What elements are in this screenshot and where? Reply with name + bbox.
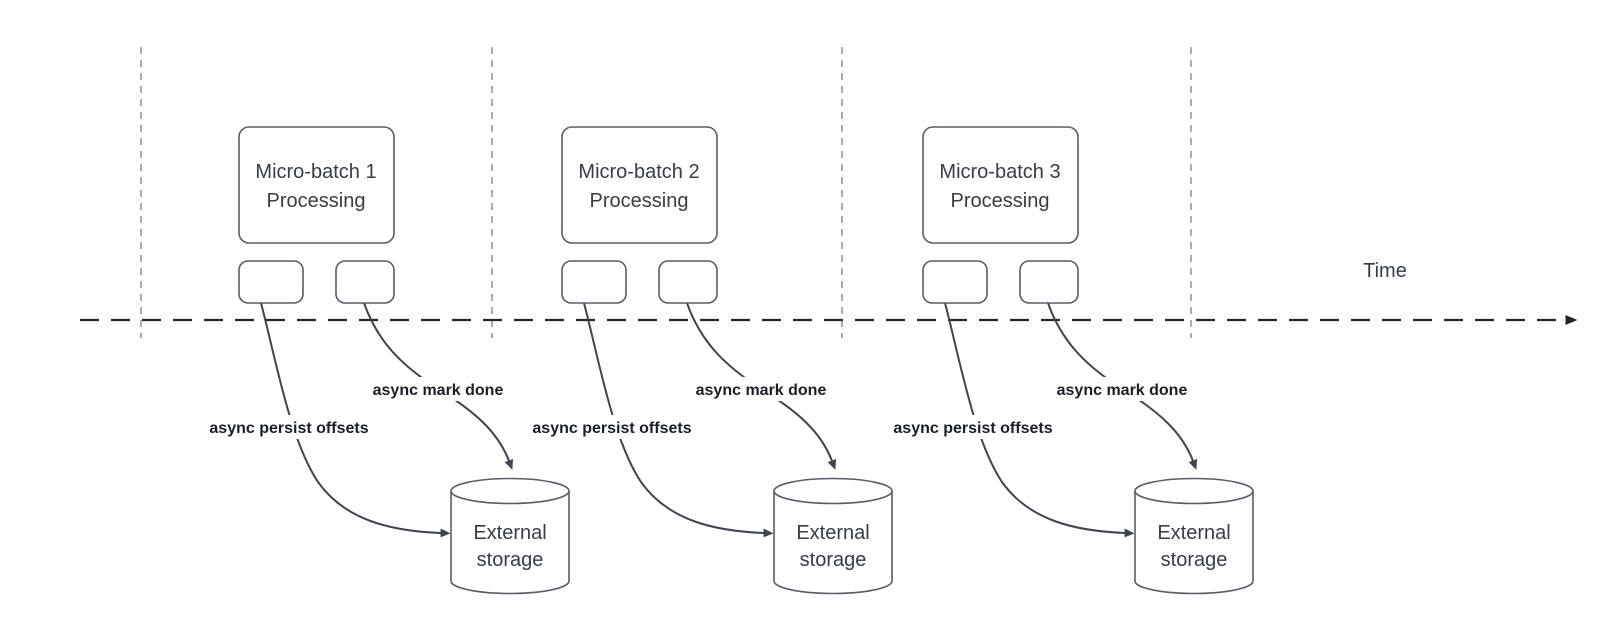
persist-offsets-task-box — [561, 260, 627, 304]
done-label-background — [1044, 377, 1200, 401]
micro-batch-processing-box — [238, 126, 395, 244]
external-storage-label-line2: storage — [1161, 549, 1228, 571]
micro-batch-column-3: Micro-batch 3 Processing async persist o… — [878, 126, 1254, 595]
cylinder-top — [773, 477, 893, 505]
micro-batch-title-line2: Processing — [590, 190, 689, 212]
external-storage-label-line2: storage — [477, 549, 544, 571]
micro-batch-column-2: Micro-batch 2 Processing async persist o… — [517, 126, 893, 595]
micro-batch-title-line1: Micro-batch 1 — [255, 161, 376, 183]
persist-offsets-task-box — [922, 260, 988, 304]
external-storage-label-line1: External — [473, 522, 546, 544]
external-storage-cylinder-icon — [773, 477, 893, 595]
persist-offsets-arrow — [260, 302, 451, 538]
cylinder-body — [1134, 491, 1254, 595]
persist-label-background — [517, 415, 707, 439]
micro-batch-title-line1: Micro-batch 3 — [939, 161, 1060, 183]
cylinder-top — [450, 477, 570, 505]
persist-offsets-label: async persist offsets — [893, 420, 1052, 437]
external-storage-cylinder-icon — [450, 477, 570, 595]
cylinder-top — [1134, 477, 1254, 505]
external-storage-cylinder-icon — [1134, 477, 1254, 595]
mark-done-label: async mark done — [373, 382, 504, 399]
persist-offsets-arrow — [944, 302, 1135, 538]
mark-done-task-box — [1019, 260, 1079, 304]
mark-done-task-box — [335, 260, 395, 304]
micro-batch-title-line1: Micro-batch 2 — [578, 161, 699, 183]
persist-offsets-label: async persist offsets — [209, 420, 368, 437]
external-storage-label-line2: storage — [800, 549, 867, 571]
mark-done-task-box — [658, 260, 718, 304]
micro-batch-column-1: Micro-batch 1 Processing async persist o… — [194, 126, 570, 595]
micro-batch-title-line2: Processing — [951, 190, 1050, 212]
time-axis-label: Time — [1363, 260, 1407, 282]
done-label-background — [683, 377, 839, 401]
cylinder-body — [450, 491, 570, 595]
persist-offsets-arrow — [583, 302, 774, 538]
persist-offsets-task-box — [238, 260, 304, 304]
batch-boundary-guides — [140, 47, 1192, 338]
cylinder-body — [773, 491, 893, 595]
micro-batch-processing-box — [922, 126, 1079, 244]
mark-done-label: async mark done — [696, 382, 827, 399]
external-storage-label-line1: External — [796, 522, 869, 544]
mark-done-label: async mark done — [1057, 382, 1188, 399]
external-storage-label-line1: External — [1157, 522, 1230, 544]
micro-batch-processing-box — [561, 126, 718, 244]
micro-batch-title-line2: Processing — [267, 190, 366, 212]
persist-label-background — [878, 415, 1068, 439]
persist-offsets-label: async persist offsets — [532, 420, 691, 437]
done-label-background — [360, 377, 516, 401]
persist-label-background — [194, 415, 384, 439]
